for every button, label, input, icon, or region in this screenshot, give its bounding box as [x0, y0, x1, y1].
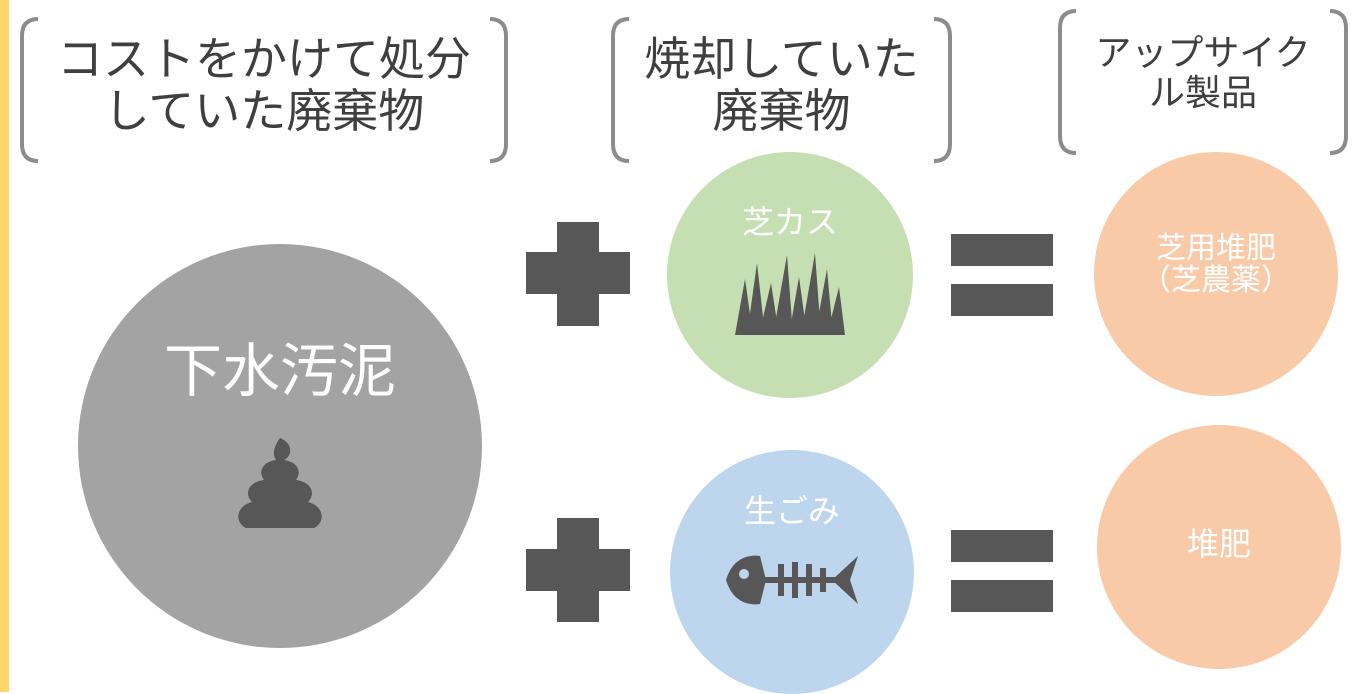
- header-disposed-waste: コストをかけて処分 していた廃棄物: [18, 16, 510, 164]
- header-incinerated-waste: 焼却していた 廃棄物: [609, 16, 954, 164]
- fish-bone-icon: [726, 555, 858, 605]
- header-label: 焼却していた 廃棄物: [644, 32, 919, 138]
- equals-icon: [951, 530, 1053, 612]
- grass-label: 芝カス: [741, 202, 838, 241]
- bracket-frame: [1058, 9, 1348, 155]
- sludge-label: 下水汚泥: [163, 336, 396, 405]
- sludge-circle: 下水汚泥: [78, 244, 482, 648]
- equals-icon: [951, 234, 1053, 316]
- grass-circle: 芝カス: [667, 152, 913, 398]
- left-accent-strip: [0, 0, 9, 692]
- header-label: コストをかけて処分 していた廃棄物: [57, 32, 471, 138]
- grass-icon: [735, 253, 845, 336]
- header-upcycled-products: アップサイク ル製品: [1056, 8, 1350, 156]
- plus-icon: [526, 518, 630, 622]
- compost-circle: 堆肥: [1097, 425, 1341, 669]
- plus-icon: [526, 222, 630, 326]
- poop-icon: [238, 438, 322, 529]
- turf-compost-circle: 芝用堆肥 （芝農薬）: [1094, 152, 1338, 396]
- food-waste-circle: 生ごみ: [670, 450, 914, 694]
- compost-label: 堆肥: [1186, 524, 1251, 563]
- turf-compost-label: 芝用堆肥 （芝農薬）: [1141, 230, 1291, 298]
- food-waste-label: 生ごみ: [743, 491, 840, 530]
- bracket-frame: [611, 17, 952, 163]
- header-label: アップサイク ル製品: [1095, 33, 1311, 115]
- bracket-frame: [20, 17, 508, 163]
